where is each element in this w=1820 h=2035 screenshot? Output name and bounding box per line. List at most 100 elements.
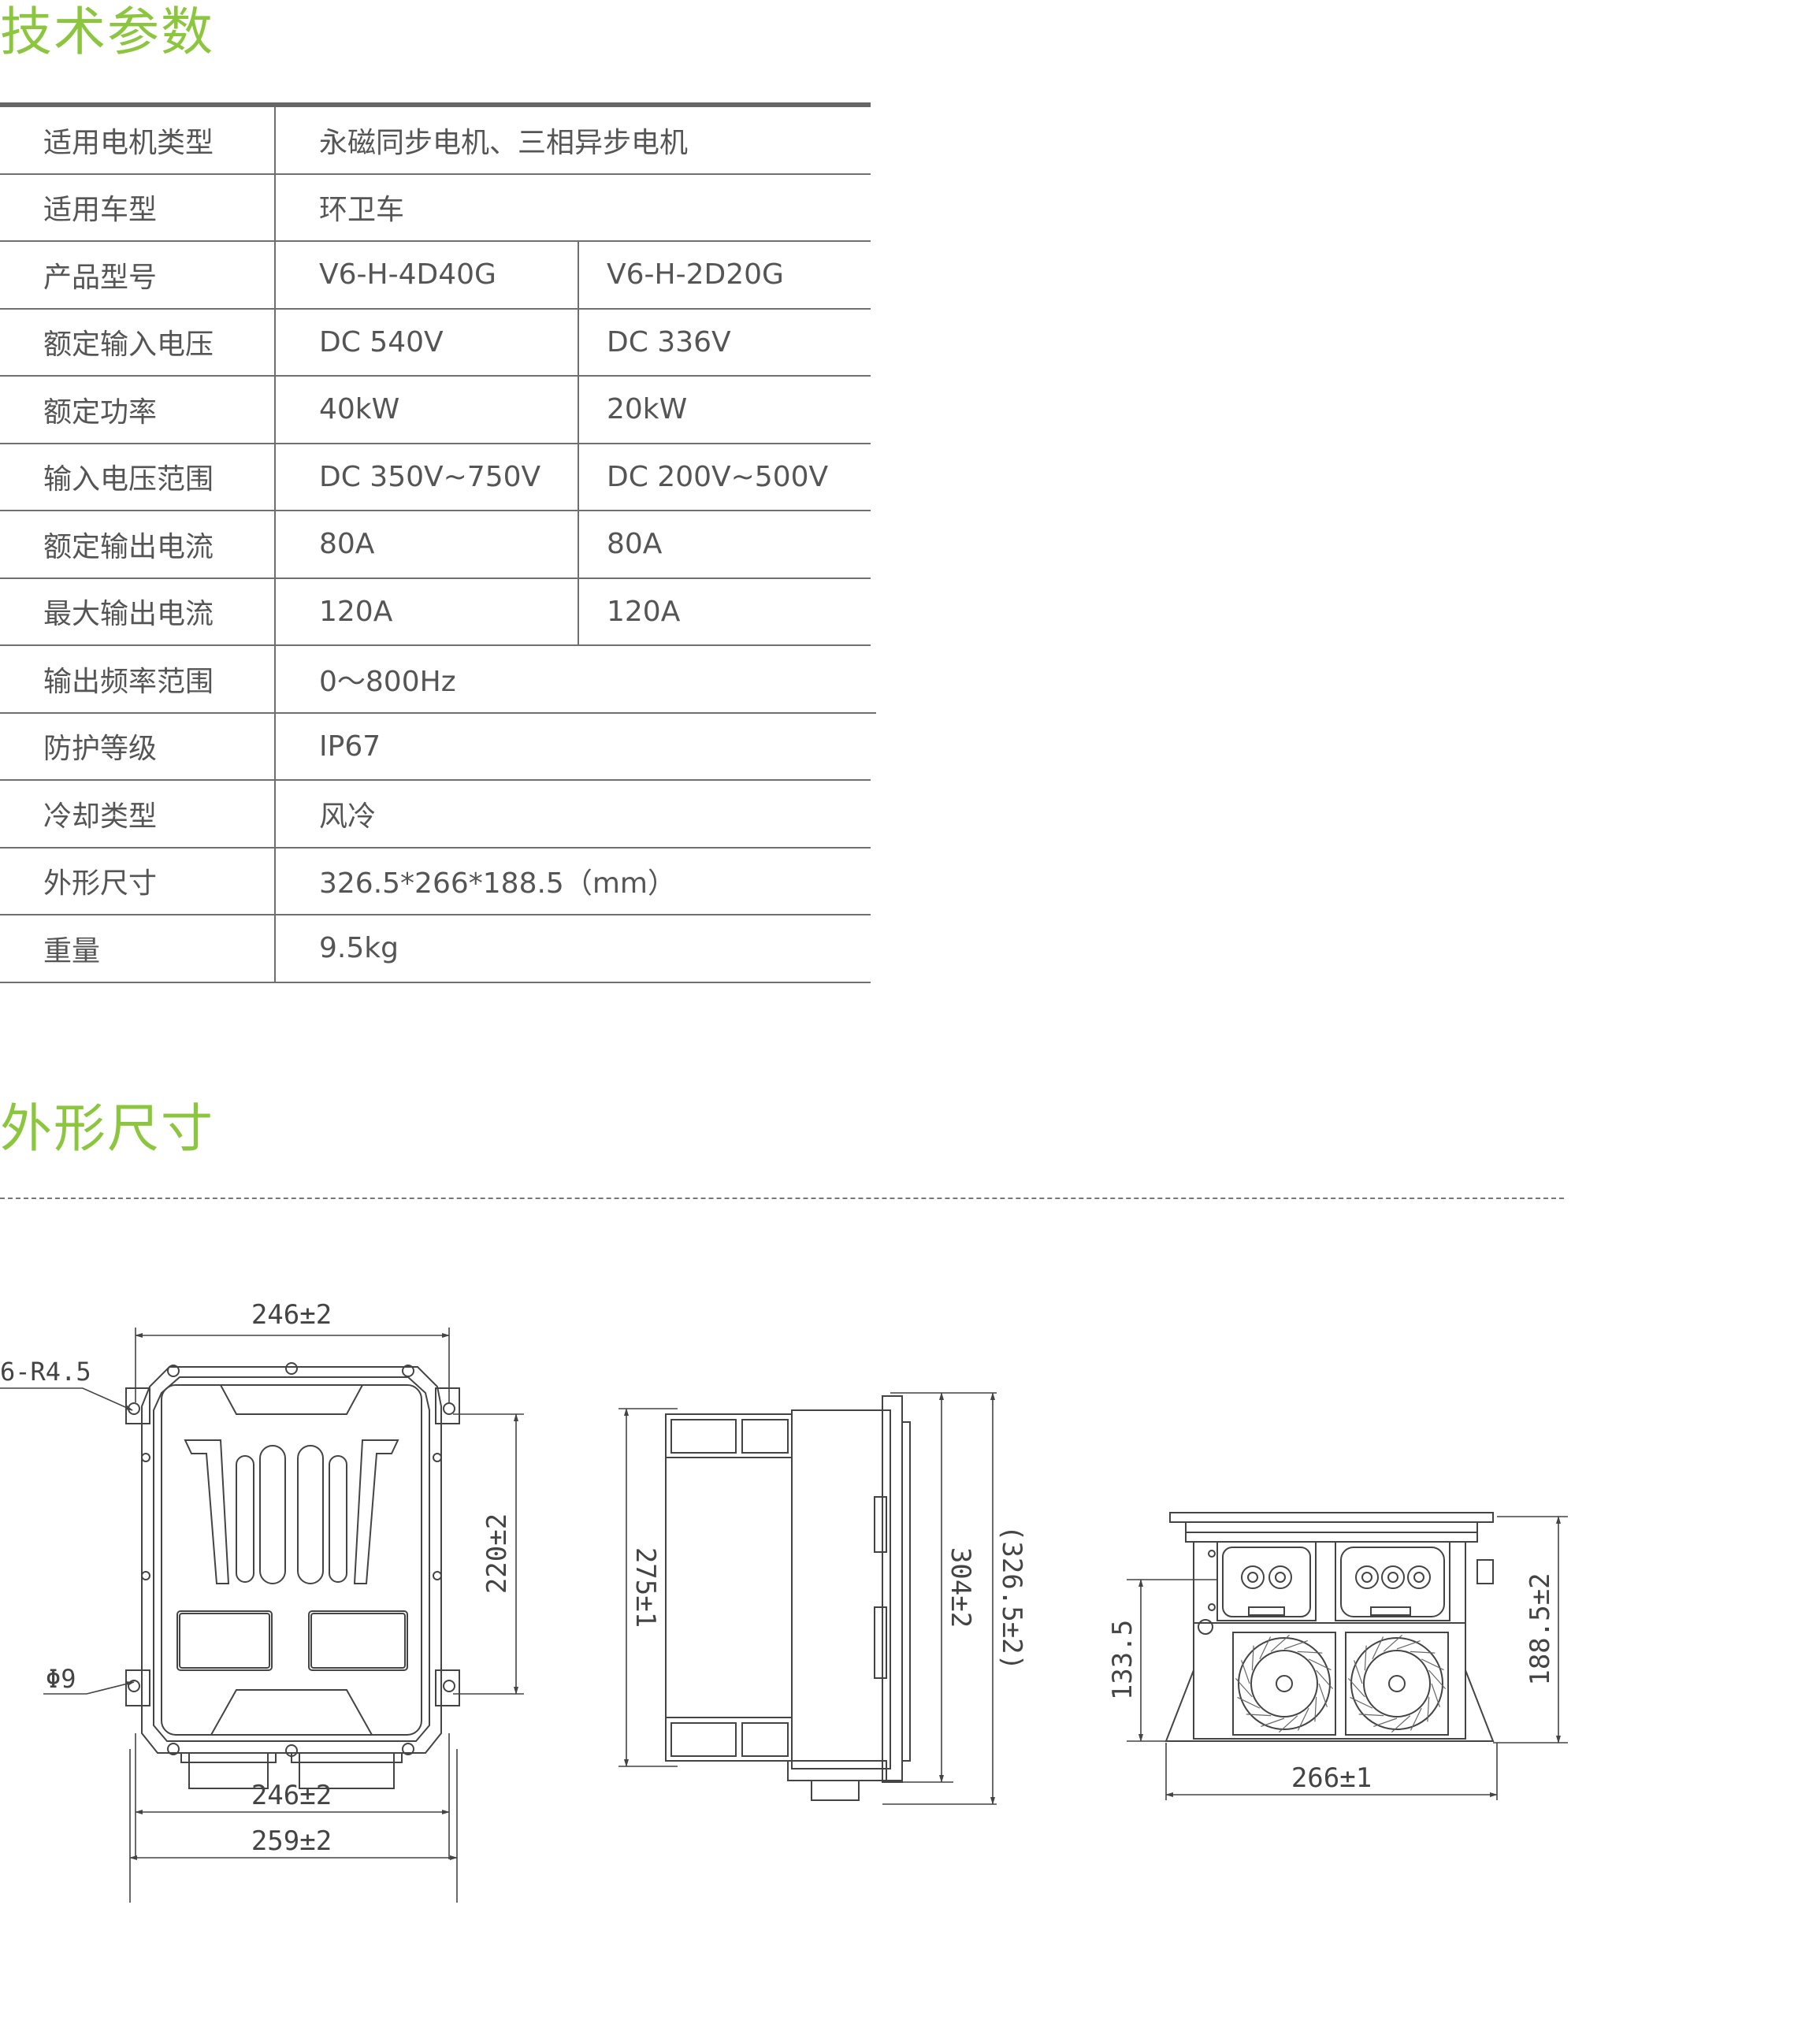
dim-front-bottom-width-b: 259±2 [251, 1825, 332, 1857]
dim-end-height: 188.5±2 [1525, 1573, 1556, 1685]
spec-label: 产品型号 [0, 242, 276, 308]
section-title-dimensions: 外形尺寸 [0, 1098, 214, 1159]
fan-grille-bar [1350, 1696, 1373, 1709]
fan-grille-bar [1396, 1640, 1421, 1650]
fan-grille-bar [1410, 1651, 1436, 1654]
spec-label: 最大输出电流 [0, 578, 276, 644]
spec-value: DC 540V [276, 309, 579, 375]
fan-grille-bar [1259, 1636, 1272, 1660]
spec-label: 输出频率范围 [0, 646, 276, 712]
end-view-dimensions [1127, 1516, 1568, 1800]
fan-grille-bar [1421, 1658, 1444, 1671]
fan-grille-bar [1270, 1634, 1291, 1652]
spec-label: 额定输出电流 [0, 511, 276, 577]
fan-grille-bar [1428, 1669, 1447, 1690]
fan-grille-bar [1431, 1683, 1440, 1707]
spec-value: V6-H-4D40G [276, 242, 579, 308]
spec-value: 风冷 [319, 800, 377, 833]
spec-row: 适用车型 环卫车 [0, 174, 871, 242]
dim-end-width: 266±1 [1291, 1762, 1372, 1794]
spec-row: 适用电机类型 永磁同步电机、三相异步电机 [0, 107, 871, 175]
spec-value: 0～800Hz [319, 665, 456, 698]
spec-value: 9.5kg [319, 932, 399, 965]
fan-grille-bar [1383, 1634, 1403, 1652]
fan-grille-bar [1235, 1677, 1253, 1698]
fan-grille-bar [1314, 1696, 1317, 1722]
spec-value-alt: 80A [607, 528, 663, 561]
spec-value-alt: DC 200V~500V [607, 460, 829, 493]
spec-label: 冷却类型 [0, 781, 276, 847]
dim-front-height: 220±2 [481, 1513, 513, 1594]
fan-grille-bar [1308, 1658, 1332, 1671]
spec-value: 120A [276, 578, 579, 644]
fan-grille-bar [1251, 1645, 1254, 1671]
spec-row: 重量 9.5kg [0, 915, 871, 983]
fan-grille-bar [1246, 1714, 1272, 1717]
fan-grille-bar [1410, 1707, 1422, 1731]
spec-value: DC 350V~750V [276, 444, 579, 510]
dim-front-hole-dia: Φ9 [46, 1664, 76, 1694]
spec-label: 额定输入电压 [0, 309, 276, 375]
fan-grille-bar [1347, 1677, 1365, 1698]
fan-grille-bar [1297, 1707, 1309, 1731]
front-view [125, 1362, 460, 1789]
spec-label: 防护等级 [0, 713, 276, 779]
spec-label: 适用电机类型 [0, 107, 276, 173]
dim-front-hole-note: 6-R4.5 [0, 1357, 91, 1387]
dim-end-part-height: 133.5 [1107, 1620, 1138, 1700]
spec-value: 40kW [276, 377, 579, 443]
fan-grille-bar [1391, 1715, 1411, 1733]
spec-label: 重量 [0, 915, 276, 982]
spec-row: 防护等级 IP67 [0, 713, 871, 781]
side-view-dimensions [618, 1392, 997, 1805]
spec-label: 适用车型 [0, 174, 276, 240]
spec-label: 输入电压范围 [0, 444, 276, 510]
dim-side-overall-height: (326.5±2) [996, 1525, 1027, 1670]
spec-value-alt: 120A [607, 595, 681, 628]
fan-grille-bar [1283, 1640, 1308, 1650]
spec-row: 外形尺寸 326.5*266*188.5（mm） [0, 848, 871, 915]
fan-grille-bar [1316, 1669, 1334, 1690]
spec-value: IP67 [319, 730, 381, 763]
fan-grille-bar [1297, 1651, 1323, 1654]
fan-grille-bar [1278, 1715, 1298, 1733]
fan-grille-bar [1364, 1645, 1367, 1671]
spec-value: 环卫车 [319, 194, 405, 227]
fan-grille-bar [1358, 1714, 1384, 1717]
fan-grille-bar [1427, 1696, 1430, 1722]
spec-value-alt: 20kW [607, 393, 688, 426]
fan-grille-bar [1237, 1696, 1261, 1709]
end-view-fan-grilles [1235, 1634, 1447, 1733]
spec-value-alt: DC 336V [607, 325, 731, 358]
spec-label: 外形尺寸 [0, 848, 276, 914]
dim-side-inner-height: 275±1 [630, 1547, 661, 1628]
fan-grille-bar [1373, 1717, 1398, 1727]
dim-side-height: 304±2 [945, 1547, 976, 1628]
dim-front-top-width: 246±2 [251, 1299, 332, 1331]
end-view [1164, 1512, 1495, 1742]
fan-grille-bar [1318, 1683, 1328, 1707]
spec-value: 326.5*266*188.5（mm） [319, 867, 676, 901]
spec-row: 冷却类型 风冷 [0, 781, 871, 849]
spec-row: 输出频率范围 0～800Hz [0, 646, 876, 714]
front-view-dimensions [0, 1328, 524, 1903]
fan-grille-bar [1354, 1660, 1363, 1684]
side-view [665, 1395, 911, 1801]
spec-value-alt: V6-H-2D20G [607, 258, 784, 292]
fan-grille-bar [1261, 1717, 1285, 1727]
section-title-tech-params: 技术参数 [0, 2, 214, 62]
spec-label: 额定功率 [0, 377, 276, 443]
section-divider [0, 1198, 1564, 1199]
dim-front-bottom-width-a: 246±2 [251, 1780, 332, 1811]
spec-value: 80A [276, 511, 579, 577]
spec-value: 永磁同步电机、三相异步电机 [319, 126, 689, 159]
fan-grille-bar [1372, 1636, 1384, 1660]
dimension-drawing: 246±2 6-R4.5 220±2 Φ9 246±2 259±2 275±1 … [0, 1299, 1568, 1903]
